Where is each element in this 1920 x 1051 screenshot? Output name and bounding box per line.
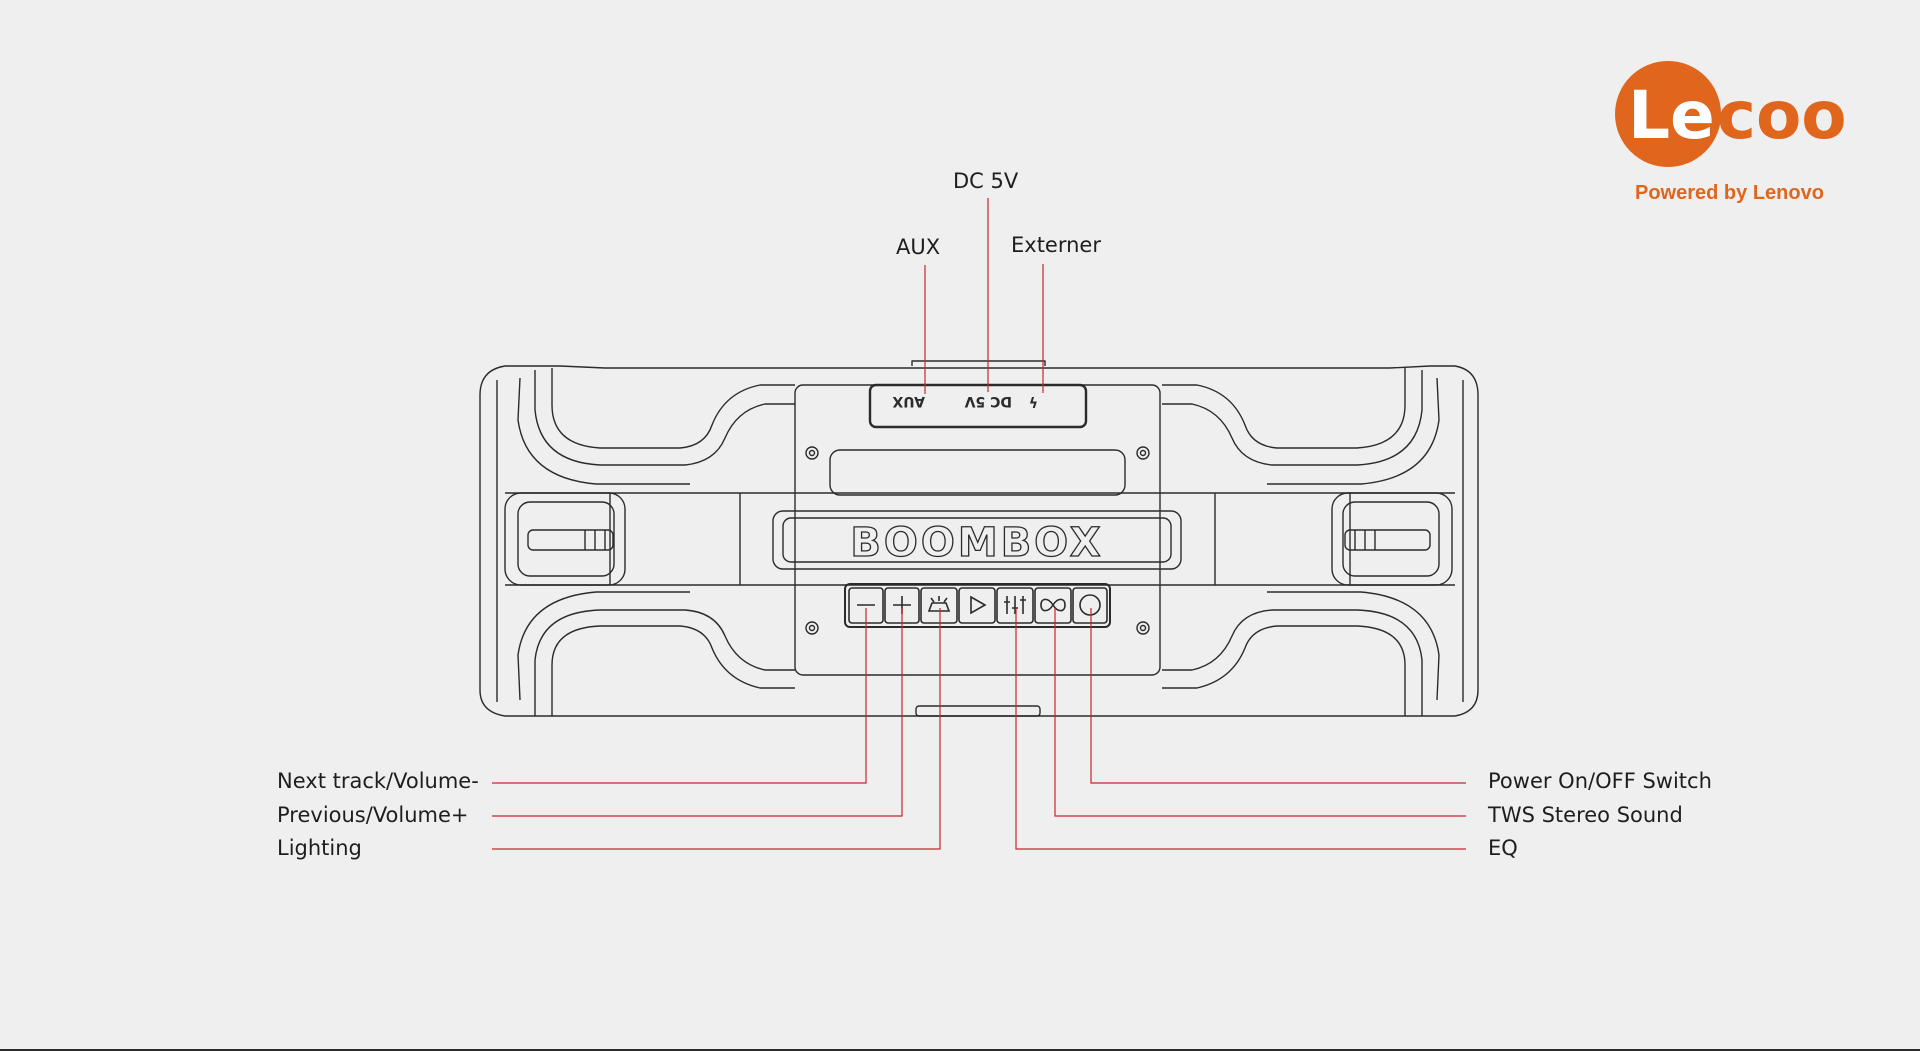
bottom-right-handle (1162, 625, 1406, 716)
lecoo-logo: Lecoo (1615, 61, 1847, 167)
bottom-border (0, 1049, 1920, 1051)
screw-tr (1136, 446, 1150, 460)
label-dc5v: DC 5V (953, 169, 1019, 193)
port-markings: AUX DC 5V ϟ (892, 393, 1038, 409)
leader-next-track (492, 608, 867, 784)
label-aux: AUX (896, 235, 941, 259)
lighting-icon (927, 596, 951, 612)
label-power: Power On/OFF Switch (1488, 769, 1712, 793)
screw-br (1136, 621, 1150, 635)
left-grip (504, 492, 626, 586)
screw-bl (805, 621, 819, 635)
body-outline (479, 365, 1479, 717)
leader-previous (492, 608, 903, 817)
play-button[interactable] (958, 587, 996, 624)
top-right-handle (1162, 368, 1406, 449)
name-plate-text: BOOMBOX (850, 520, 1103, 566)
screw-tl (805, 446, 819, 460)
label-eq: EQ (1488, 836, 1518, 860)
right-grip (1331, 492, 1453, 586)
port-mark-dc5v: DC 5V (964, 393, 1012, 409)
label-lighting: Lighting (277, 836, 362, 860)
label-tws: TWS Stereo Sound (1488, 803, 1683, 827)
leader-lighting (492, 608, 941, 850)
eq-icon (1004, 596, 1026, 614)
port-mark-aux: AUX (892, 393, 925, 409)
power-icon (1079, 594, 1101, 616)
logo-tagline: Powered by Lenovo (1635, 182, 1824, 204)
leader-eq (1015, 608, 1466, 850)
port-cover (868, 383, 1088, 429)
port-mark-externer: ϟ (1029, 393, 1038, 409)
bottom-tab (915, 705, 1041, 717)
name-plate (772, 510, 1182, 570)
power-button[interactable] (1072, 587, 1108, 624)
leader-power (1090, 608, 1466, 784)
leader-lines (492, 198, 1466, 850)
button-panel (844, 583, 1111, 628)
tws-button[interactable] (1034, 587, 1072, 624)
top-left-handle (551, 368, 795, 449)
play-icon (970, 595, 987, 615)
logo-text: Lecoo (1628, 77, 1847, 154)
label-externer: Externer (1011, 233, 1101, 257)
eq-button[interactable] (996, 587, 1034, 624)
leader-tws (1054, 608, 1466, 817)
lighting-button[interactable] (920, 587, 958, 624)
label-next-track: Next track/Volume- (277, 769, 479, 793)
label-previous: Previous/Volume+ (277, 803, 469, 827)
tws-icon (1040, 598, 1066, 612)
button-row (848, 587, 1108, 624)
bottom-left-handle (551, 625, 795, 716)
